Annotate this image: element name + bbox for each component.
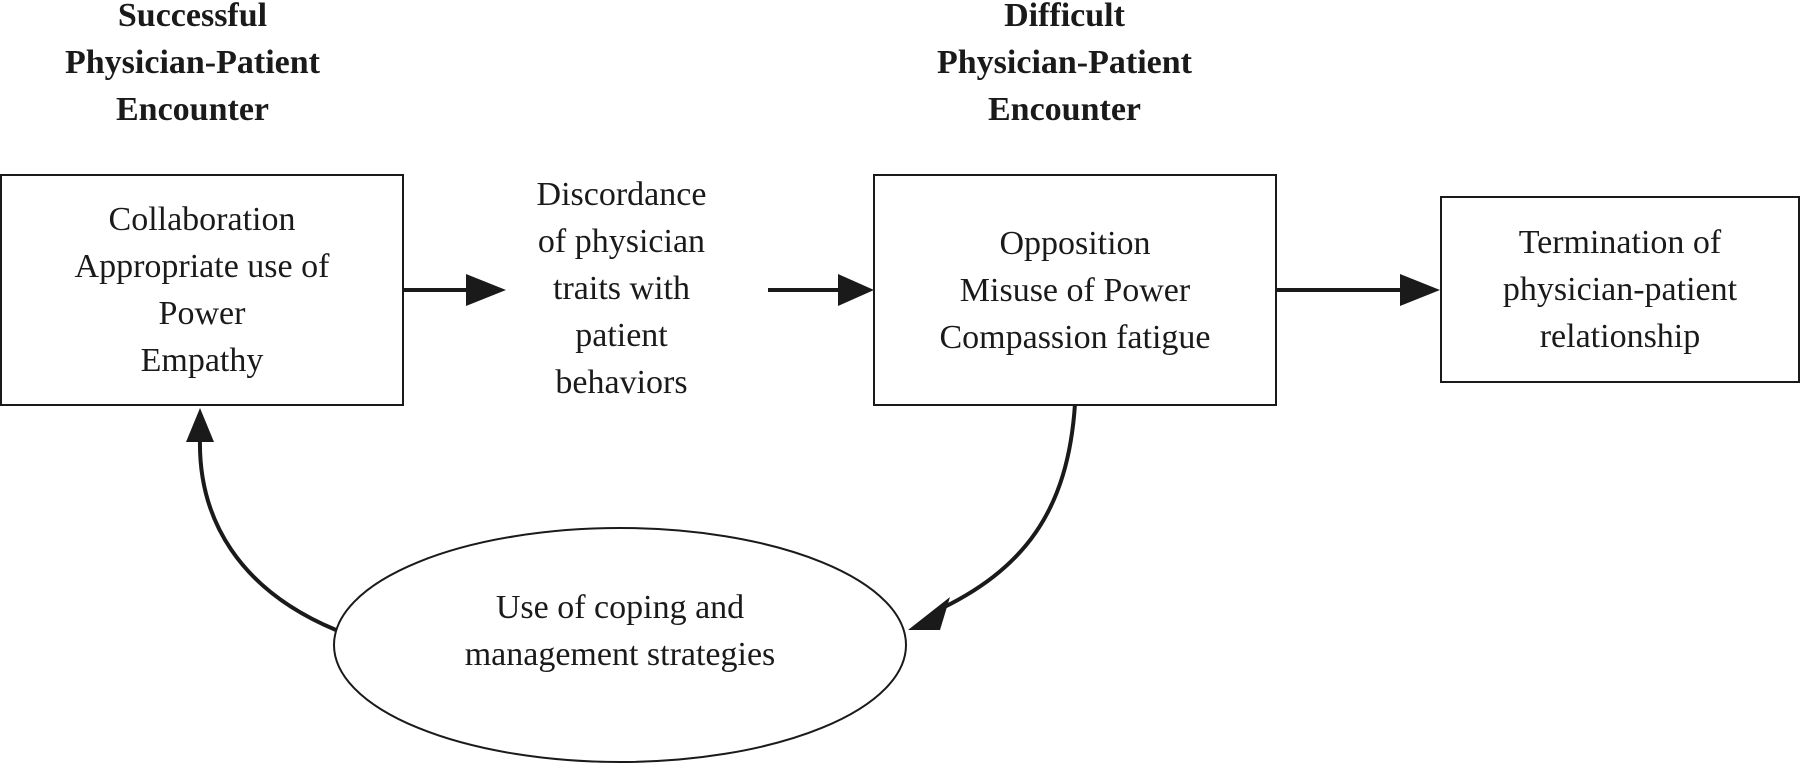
discordance-line-1: Discordance [536, 176, 707, 213]
difficult-box-line-2: Misuse of Power [959, 271, 1191, 309]
discordance-line-3: traits with [553, 270, 690, 307]
arrowhead-difficult-to-termination [1400, 274, 1440, 306]
arrowhead-coping-to-successful [186, 408, 214, 442]
heading-successful-line-2: Physician-Patient [65, 44, 320, 81]
discordance-line-4: patient [575, 317, 668, 354]
discordance-text: Discordance of physician traits with pat… [505, 171, 738, 406]
arrow-coping-to-successful [197, 437, 337, 632]
heading-difficult-line-3: Encounter [988, 91, 1141, 128]
discordance-line-2: of physician [537, 223, 706, 260]
heading-difficult-line-2: Physician-Patient [937, 44, 1192, 81]
coping-ellipse-shape [333, 527, 907, 763]
termination-box: Termination of physician-patient relatio… [1440, 196, 1800, 383]
arrow-difficult-to-coping [933, 403, 1077, 614]
coping-ellipse-label: Use of coping and management strategies [380, 584, 860, 678]
heading-difficult: Difficult Physician-Patient Encounter [892, 0, 1237, 133]
arrowhead-successful-to-discordance [466, 274, 506, 306]
coping-line-2: management strategies [464, 636, 776, 673]
difficult-encounter-box: Opposition Misuse of Power Compassion fa… [873, 174, 1277, 406]
successful-box-line-3: Power [158, 295, 246, 332]
coping-line-1: Use of coping and [495, 589, 745, 626]
heading-successful: Successful Physician-Patient Encounter [20, 0, 365, 133]
discordance-line-5: behaviors [555, 364, 688, 401]
successful-box-line-2: Appropriate use of [74, 248, 330, 285]
successful-encounter-box: Collaboration Appropriate use of Power E… [0, 174, 404, 406]
termination-box-line-3: relationship [1539, 318, 1701, 355]
termination-box-line-2: physician-patient [1502, 271, 1738, 308]
heading-successful-line-1: Successful [117, 0, 268, 34]
arrowhead-discordance-to-difficult [838, 274, 874, 306]
heading-successful-line-3: Encounter [116, 91, 269, 128]
termination-box-line-1: Termination of [1518, 224, 1722, 261]
difficult-box-line-1: Opposition [999, 224, 1151, 262]
successful-box-line-4: Empathy [140, 342, 264, 379]
difficult-box-line-3: Compassion fatigue [939, 318, 1211, 356]
successful-box-line-1: Collaboration [108, 201, 296, 238]
arrowhead-difficult-to-coping [908, 597, 950, 630]
heading-difficult-line-1: Difficult [1004, 0, 1125, 34]
